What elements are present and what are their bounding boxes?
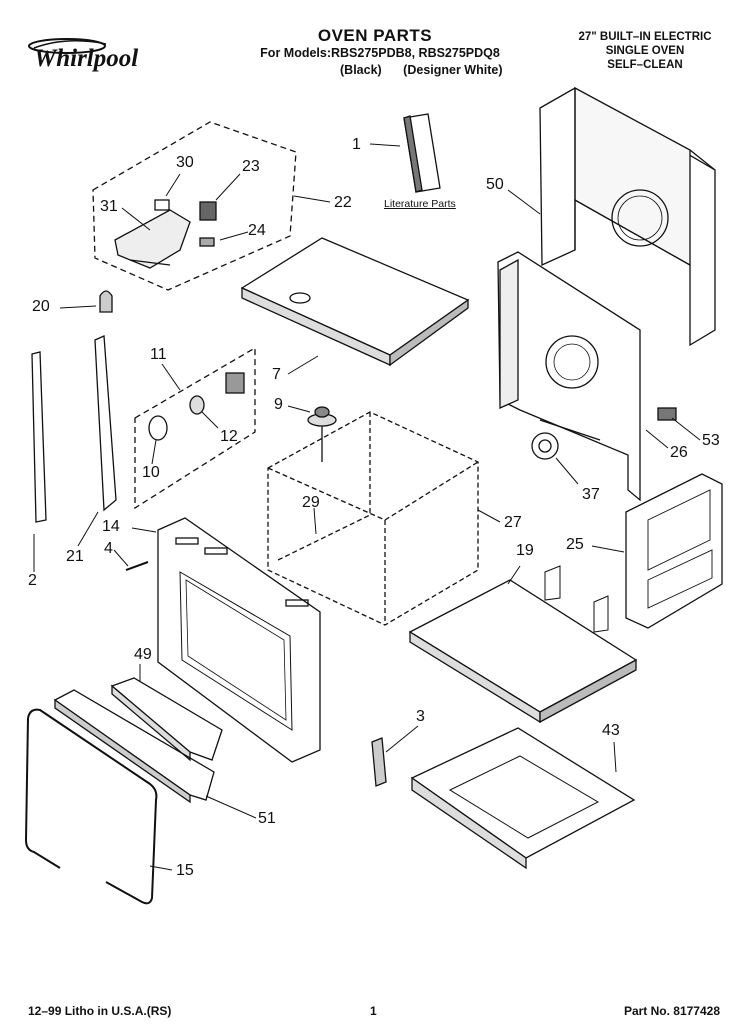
- part-bottom-pan: [410, 727, 636, 870]
- callout-10: 10: [142, 464, 160, 481]
- callout-26: 26: [670, 444, 688, 461]
- callout-43: 43: [602, 722, 620, 739]
- callout-15: 15: [176, 862, 194, 879]
- callout-30: 30: [176, 154, 194, 171]
- callout-7: 7: [272, 366, 281, 383]
- callout-49: 49: [134, 646, 152, 663]
- part-door-gasket: [24, 708, 158, 905]
- callout-2: 2: [28, 572, 37, 589]
- part-bottom-tray: [408, 565, 638, 724]
- part-vent-deflector: [110, 677, 223, 762]
- callout-50: 50: [486, 176, 504, 193]
- brand-swoosh-icon: [28, 38, 107, 54]
- callout-51: 51: [258, 810, 276, 827]
- callout-14: 14: [102, 518, 120, 535]
- part-sensor: [307, 406, 337, 462]
- variant-black: (Black): [340, 63, 382, 77]
- literature-parts-label: Literature Parts: [384, 198, 456, 210]
- callout-27: 27: [504, 514, 522, 531]
- callout-23: 23: [242, 158, 260, 175]
- callout-4: 4: [104, 540, 113, 557]
- part-literature: [403, 113, 441, 193]
- callout-24: 24: [248, 222, 266, 239]
- callout-11: 11: [150, 346, 167, 363]
- product-line-2: SINGLE OVEN: [605, 45, 685, 57]
- variant-white: (Designer White): [403, 63, 503, 77]
- callout-22: 22: [334, 194, 352, 211]
- part-control-assembly: [92, 121, 297, 291]
- callout-12: 12: [220, 428, 238, 445]
- callout-19: 19: [516, 542, 534, 559]
- page-title: OVEN PARTS: [317, 26, 433, 45]
- callout-9: 9: [274, 396, 283, 413]
- part-clip: [657, 407, 677, 421]
- print-info: 12–99 Litho in U.S.A.(RS): [28, 1004, 172, 1018]
- product-line-1: 27" BUILT–IN ELECTRIC: [578, 31, 712, 43]
- callout-37: 37: [582, 486, 600, 503]
- brand-name: Whirlpool: [34, 45, 139, 72]
- callout-leader-lines: [33, 143, 701, 871]
- whirlpool-logo: Whirlpool: [22, 34, 162, 74]
- callout-21: 21: [66, 548, 84, 565]
- page-number: 1: [370, 1004, 377, 1018]
- callout-29: 29: [302, 494, 320, 511]
- part-side-trim: [94, 335, 117, 512]
- callout-25: 25: [566, 536, 584, 553]
- part-knob-cap: [99, 290, 113, 313]
- callout-31: 31: [100, 198, 118, 215]
- part-switch-group: [134, 346, 256, 510]
- part-bracket: [371, 737, 387, 787]
- part-oven-cavity: [267, 411, 479, 626]
- callout-1: 1: [352, 136, 361, 153]
- part-side-panel: [625, 473, 723, 629]
- part-rear-panel: [539, 86, 716, 347]
- product-line-3: SELF–CLEAN: [607, 59, 683, 71]
- model-numbers: For Models:RBS275PDB8, RBS275PDQ8: [260, 46, 500, 60]
- part-front-frame: [157, 517, 321, 763]
- part-blower-gasket: [531, 432, 559, 460]
- part-screw: [125, 561, 149, 571]
- part-side-strip: [31, 351, 47, 523]
- callout-3: 3: [416, 708, 425, 725]
- part-rear-heater-bracket: [497, 251, 641, 502]
- callout-20: 20: [32, 298, 50, 315]
- callout-53: 53: [702, 432, 720, 449]
- model-variants: (Black) (Designer White): [340, 63, 520, 77]
- part-number: Part No. 8177428: [623, 1004, 720, 1018]
- part-vent-trim: [53, 689, 215, 804]
- part-top-panel: [240, 237, 470, 367]
- product-description: 27" BUILT–IN ELECTRIC SINGLE OVEN SELF–C…: [570, 30, 720, 72]
